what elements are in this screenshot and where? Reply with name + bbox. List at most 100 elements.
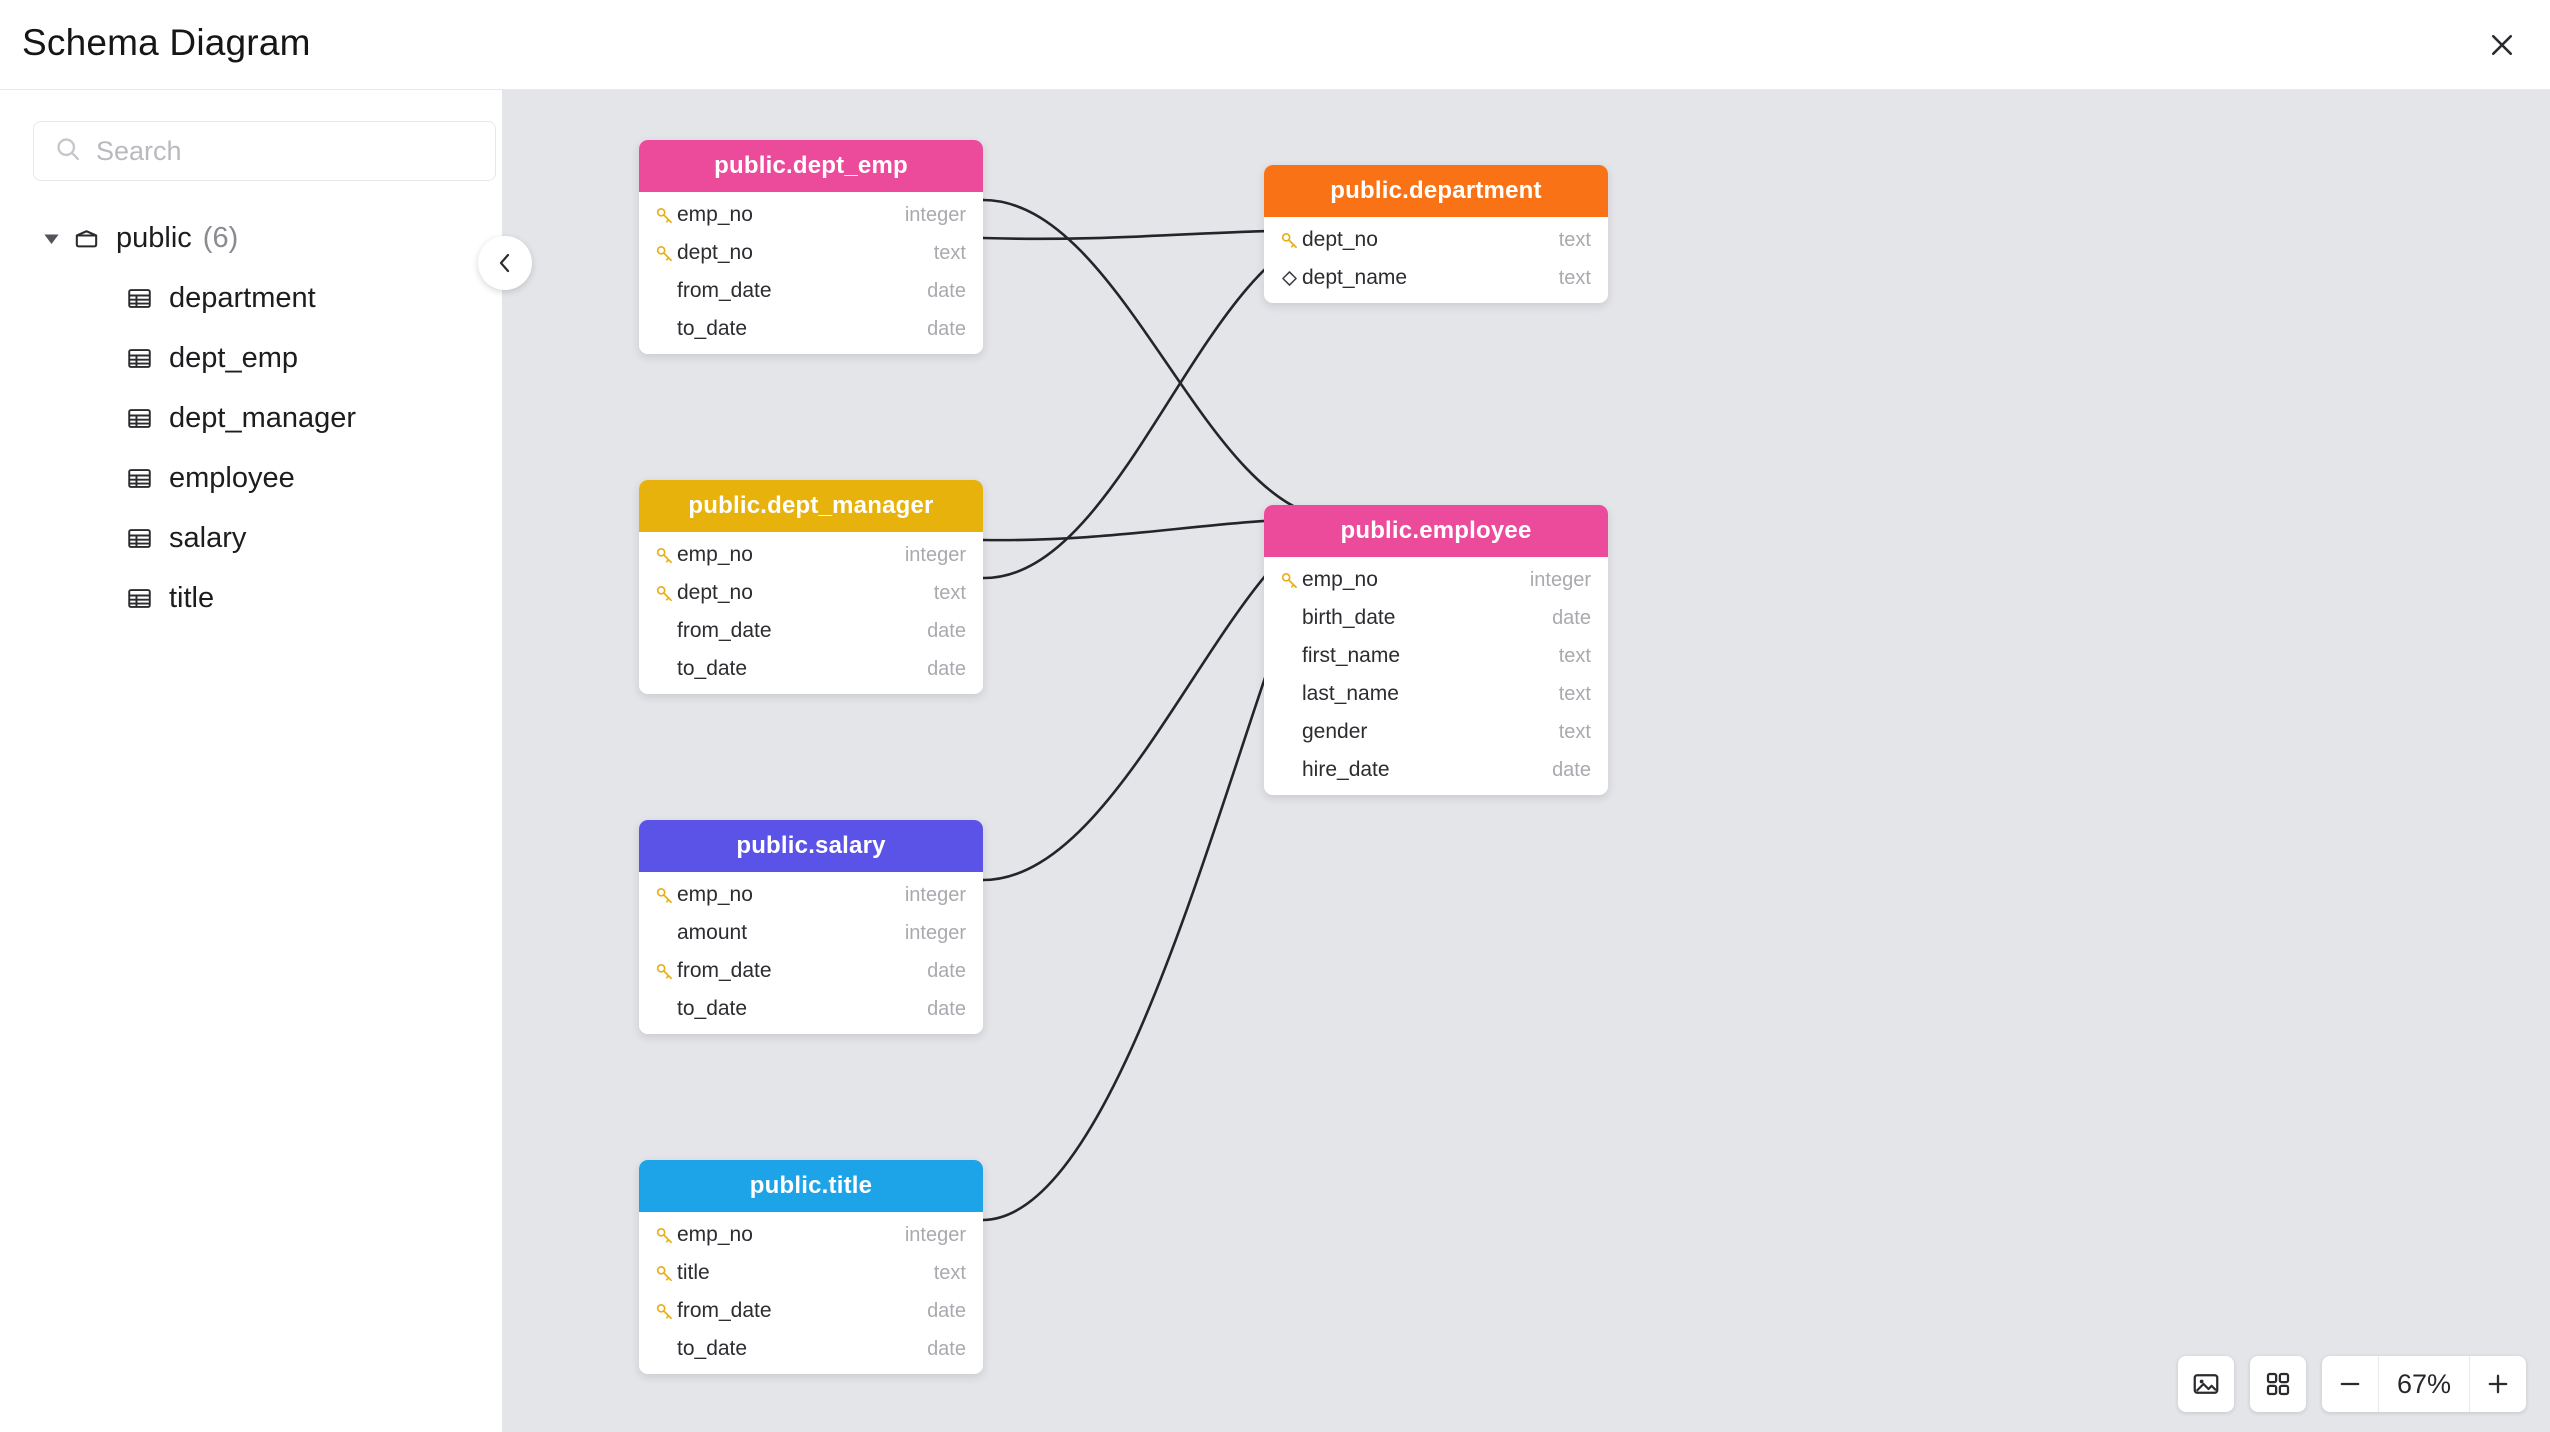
table-card-title: public.dept_emp (639, 140, 983, 192)
column-type: date (927, 657, 966, 680)
key-icon (651, 1301, 677, 1322)
grid-icon[interactable] (2250, 1356, 2306, 1412)
column-type: integer (1529, 568, 1591, 591)
table-card-title: public.salary (639, 820, 983, 872)
sidebar-item-label: dept_manager (169, 401, 357, 434)
column-name: title (677, 1261, 710, 1284)
search-wrap (33, 121, 496, 181)
column-type: date (927, 317, 966, 340)
sidebar-item-label: department (169, 281, 316, 314)
column-name: last_name (1302, 682, 1399, 705)
table-column-row[interactable]: from_date date (639, 952, 983, 990)
plus-icon[interactable] (2470, 1356, 2526, 1412)
sidebar-item-department[interactable]: department (0, 268, 503, 328)
schema-tree: public (6) department dept_emp dept_mana… (0, 208, 503, 628)
column-name: to_date (677, 317, 748, 340)
key-icon (651, 205, 677, 226)
page-title: Schema Diagram (22, 22, 311, 63)
zoom-level[interactable]: 67% (2378, 1356, 2470, 1412)
tree-children: department dept_emp dept_manager employe… (0, 268, 503, 628)
table-column-row[interactable]: to_date date (639, 310, 983, 348)
sidebar-item-salary[interactable]: salary (0, 508, 503, 568)
table-icon (123, 402, 155, 434)
table-card-title: public.title (639, 1160, 983, 1212)
column-name: from_date (677, 619, 772, 642)
search-box[interactable] (33, 121, 496, 181)
column-type: date (927, 279, 966, 302)
column-type: text (933, 581, 966, 604)
column-type: date (927, 959, 966, 982)
tree-node-public[interactable]: public (6) (0, 208, 503, 268)
window-header: Schema Diagram (0, 0, 2550, 90)
table-column-row[interactable]: to_date date (639, 650, 983, 688)
table-column-row[interactable]: emp_no integer (1264, 561, 1608, 599)
key-icon (651, 1263, 677, 1284)
sidebar-item-dept_manager[interactable]: dept_manager (0, 388, 503, 448)
sidebar-item-employee[interactable]: employee (0, 448, 503, 508)
column-name: to_date (677, 1337, 748, 1360)
image-icon[interactable] (2178, 1356, 2234, 1412)
column-type: date (1552, 758, 1591, 781)
key-icon (651, 243, 677, 264)
column-type: text (1558, 228, 1591, 251)
column-name: first_name (1302, 644, 1401, 667)
key-icon (1276, 230, 1302, 251)
column-type: integer (904, 921, 966, 944)
sidebar-item-title[interactable]: title (0, 568, 503, 628)
column-name: emp_no (1302, 568, 1378, 591)
sidebar: public (6) department dept_emp dept_mana… (0, 90, 503, 1432)
close-icon[interactable] (2474, 17, 2530, 73)
sidebar-item-label: salary (169, 521, 247, 554)
key-icon (651, 1225, 677, 1246)
table-icon (123, 462, 155, 494)
sidebar-item-dept_emp[interactable]: dept_emp (0, 328, 503, 388)
column-type: integer (904, 203, 966, 226)
table-column-row[interactable]: title text (639, 1254, 983, 1292)
zoom-controls: 67% (2322, 1356, 2526, 1412)
column-name: gender (1302, 720, 1368, 743)
key-icon (651, 545, 677, 566)
column-name: from_date (677, 959, 772, 982)
search-input[interactable] (96, 135, 426, 167)
minus-icon[interactable] (2322, 1356, 2378, 1412)
key-icon (1276, 570, 1302, 591)
column-name: to_date (677, 657, 748, 680)
sidebar-collapse-button[interactable] (478, 236, 532, 290)
caret-down-icon[interactable] (38, 225, 64, 251)
column-name: dept_no (677, 241, 753, 264)
key-icon (651, 583, 677, 604)
column-type: text (933, 1261, 966, 1284)
